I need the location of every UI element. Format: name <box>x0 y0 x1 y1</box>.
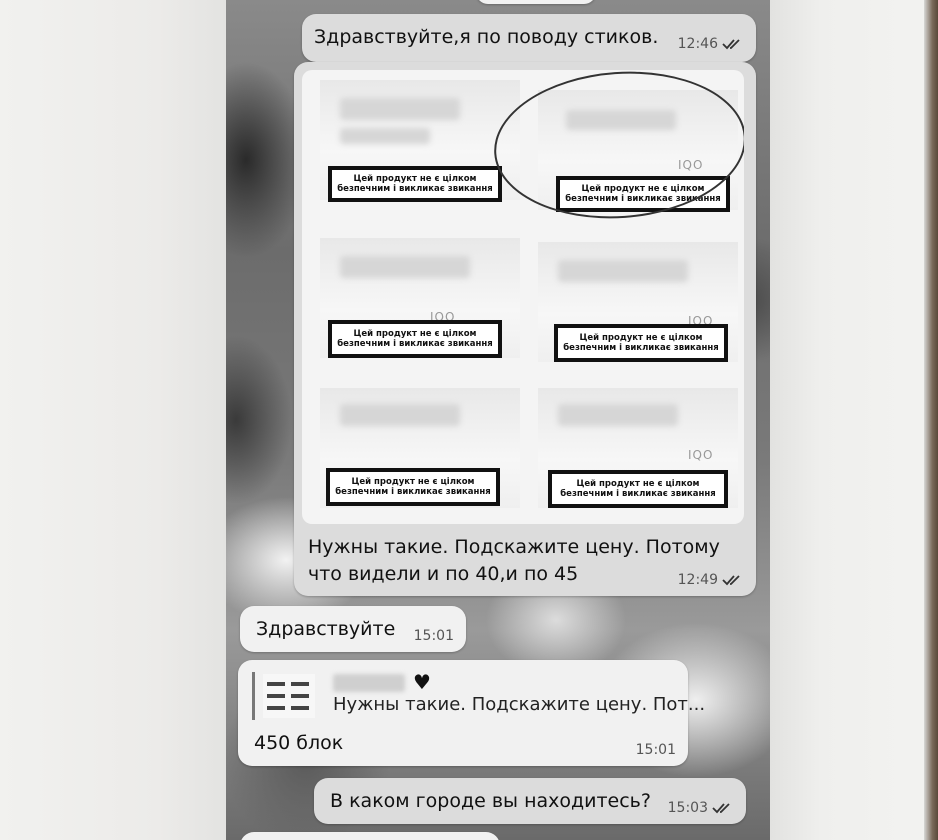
message-time: 15:01 <box>635 742 676 758</box>
message-time: 15:01 <box>413 628 454 644</box>
warning-label: Цей продукт не є цілком безпечним і викл… <box>326 468 500 506</box>
pack-logo: IQO <box>678 158 704 172</box>
warning-label: Цей продукт не є цілком безпечним і викл… <box>548 470 728 508</box>
photo-caption: Нужны такие. Подскажите цену. Потому что… <box>308 534 748 588</box>
message-incoming-reply[interactable]: ♥ Нужны такие. Подскажите цену. Пот... 4… <box>238 660 705 766</box>
reply-author-blurred <box>333 674 405 692</box>
paper-margin-right <box>770 0 938 840</box>
message-time: 12:46 <box>677 36 718 52</box>
message-text: В каком городе вы находитесь? <box>330 790 651 812</box>
chat-window[interactable]: Здравствуйте,я по поводу стиков. 12:46 Ц… <box>226 0 770 840</box>
paper-edge <box>924 0 938 840</box>
caption-line-1: Нужны такие. Подскажите цену. Потому <box>308 536 720 558</box>
message-outgoing-1[interactable]: Здравствуйте,я по поводу стиков. 12:46 <box>302 14 756 62</box>
message-meta: 12:49 <box>678 572 744 588</box>
message-time: 15:03 <box>667 800 708 816</box>
warning-label: Цей продукт не є цілком безпечним і викл… <box>328 320 502 358</box>
product-photo[interactable]: Цей продукт не є цілком безпечним і викл… <box>302 70 744 524</box>
message-text: 450 блок <box>254 732 344 754</box>
reply-thumbnail <box>263 674 315 718</box>
message-time: 12:49 <box>677 572 718 588</box>
message-meta: 12:46 <box>678 36 744 52</box>
message-outgoing-2[interactable]: В каком городе вы находитесь? 15:03 <box>314 778 746 824</box>
paper-margin-left <box>0 0 226 840</box>
double-check-icon <box>712 803 730 814</box>
double-check-icon <box>722 575 740 586</box>
caption-line-2: что видели и по 40,и по 45 <box>308 563 579 585</box>
message-text: Здравствуйте,я по поводу стиков. <box>314 26 659 48</box>
reply-preview-text: Нужны такие. Подскажите цену. Пот... <box>333 694 706 715</box>
message-incoming-1[interactable]: Здравствуйте 15:01 <box>240 606 466 652</box>
message-meta: 15:03 <box>668 800 734 816</box>
heart-icon: ♥ <box>413 670 431 694</box>
message-outgoing-photo[interactable]: Цей продукт не є цілком безпечним і викл… <box>294 62 756 596</box>
double-check-icon <box>722 39 740 50</box>
warning-label: Цей продукт не є цілком безпечним і викл… <box>554 324 728 362</box>
warning-label: Цей продукт не є цілком безпечним і викл… <box>556 176 730 212</box>
partial-bubble-bottom <box>240 832 500 840</box>
partial-bubble-top <box>476 0 596 4</box>
reply-quote[interactable]: ♥ Нужны такие. Подскажите цену. Пот... <box>252 670 705 720</box>
message-text: Здравствуйте <box>256 618 396 640</box>
warning-label: Цей продукт не є цілком безпечним і викл… <box>328 166 502 202</box>
pack-logo: IQO <box>688 448 714 462</box>
